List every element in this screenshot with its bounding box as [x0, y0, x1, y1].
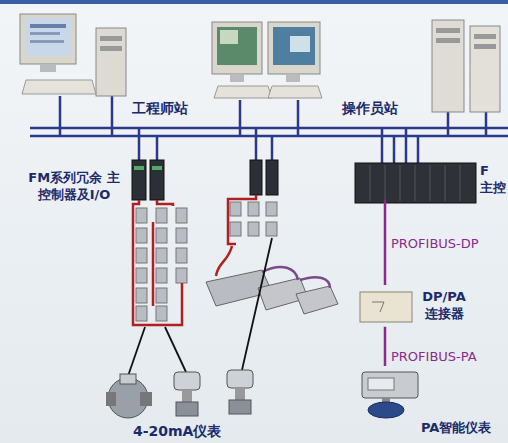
- engineer-pc: [20, 14, 126, 96]
- station-label: 操作员站: [338, 97, 402, 119]
- operator-monitors: [212, 22, 322, 98]
- pa-instrument-box: PA智能仪表: [355, 366, 493, 439]
- node-label: F: [480, 163, 506, 180]
- bus-label: PROFIBUS-PA: [391, 349, 477, 365]
- network-bus: [30, 127, 508, 130]
- network-bus: [30, 135, 508, 138]
- node-label: DP/PA 连接器: [415, 289, 473, 323]
- controller-rack: F主控: [352, 160, 506, 200]
- controller-rack: [355, 163, 476, 203]
- valve-symbol: [106, 374, 152, 418]
- io-bus-cable: [133, 195, 256, 325]
- bus-label: PROFIBUS-DP: [391, 236, 479, 252]
- fieldbus-line: [384, 327, 387, 366]
- pa-instrument: [362, 372, 418, 418]
- coupler-box: DP/PA 连接器: [355, 285, 475, 327]
- bus-drops: [60, 96, 486, 163]
- node-label: 工程师站: [132, 99, 188, 117]
- node-label: 操作员站: [342, 99, 398, 117]
- node-label: 主控: [480, 180, 506, 197]
- instrument-label: 4-20mA仪表: [133, 423, 221, 441]
- io-modules: [136, 202, 277, 321]
- field-wires: [128, 238, 272, 376]
- redundant-controllers: [132, 160, 278, 200]
- transmitter-symbol: [174, 370, 253, 416]
- station-label: 工程师站: [128, 97, 192, 119]
- coupler-device: [360, 292, 412, 322]
- terminal-boards: [206, 267, 338, 314]
- top-band: [0, 0, 508, 4]
- node-label: FM系列冗余 主控制器及I/O: [22, 170, 126, 204]
- servers: [432, 20, 500, 112]
- fieldbus-line: [384, 200, 387, 285]
- controller-label: FM系列冗余 主控制器及I/O: [20, 168, 128, 206]
- node-label: PA智能仪表: [421, 420, 491, 437]
